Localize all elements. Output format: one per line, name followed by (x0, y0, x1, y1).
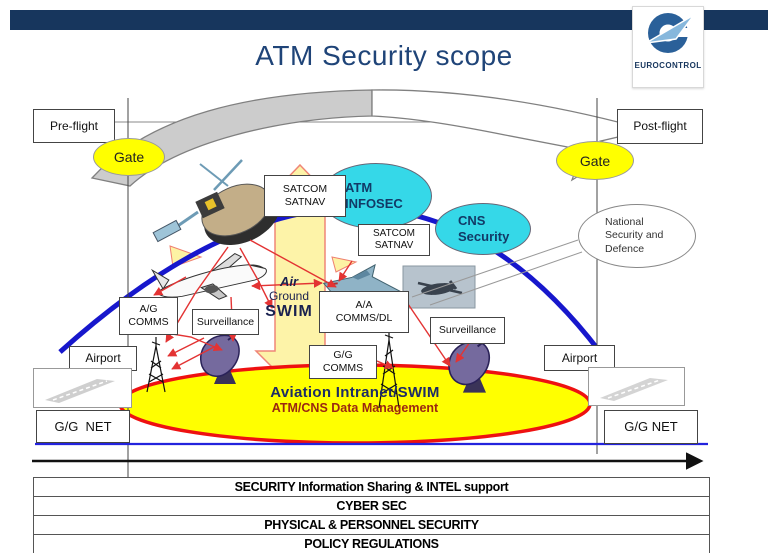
gg-comms-box: G/G COMMS (309, 345, 377, 379)
airport-box-left: Airport (69, 346, 137, 371)
surveillance-box-left: Surveillance (192, 309, 259, 335)
cns-security-ellipse: CNS Security (435, 203, 531, 255)
band-cyber-sec: CYBER SEC (33, 496, 710, 516)
runway-image-left (33, 368, 132, 408)
gate-right: Gate (556, 141, 634, 180)
band-security-info-sharing: SECURITY Information Sharing & INTEL sup… (33, 477, 710, 497)
runway-icon (600, 378, 668, 401)
callout-tail-lines (411, 239, 583, 306)
airliner-icon (150, 253, 267, 300)
gg-net-box-right: G/G NET (604, 410, 698, 444)
airport-box-right: Airport (544, 345, 615, 371)
gate-left: Gate (93, 138, 165, 176)
page-title: ATM Security scope (255, 40, 513, 71)
radar-dish-icon-right (448, 335, 492, 393)
aa-comms-box: A/A COMMS/DL (319, 291, 409, 333)
pre-flight-box: Pre-flight (33, 109, 115, 143)
aviation-intranet-label: Aviation Intranet/SWIM ATM/CNS Data Mana… (270, 384, 440, 415)
satellite-icon (152, 159, 280, 246)
band-physical-personnel-security: PHYSICAL & PERSONNEL SECURITY (33, 515, 710, 535)
satcom-satnav-box-1: SATCOM SATNAV (264, 175, 346, 217)
gg-net-box-left: G/G NET (36, 410, 130, 443)
surveillance-box-right: Surveillance (430, 317, 505, 344)
surveillance-aircraft-photo (402, 265, 476, 309)
eurocontrol-logo: EUROCONTROL (632, 6, 704, 88)
antenna-tower-icon-left (146, 337, 166, 393)
post-flight-box: Post-flight (617, 109, 703, 144)
satcom-satnav-box-2: SATCOM SATNAV (358, 224, 430, 256)
runway-image-right (588, 367, 685, 406)
top-bar (10, 10, 768, 30)
runway-icon (45, 379, 115, 403)
logo-e-icon (645, 13, 695, 53)
band-policy-regulations: POLICY REGULATIONS (33, 534, 710, 553)
logo-label: EUROCONTROL (634, 61, 702, 70)
swim-arrow-label: Air Ground SWIM (265, 274, 313, 320)
national-security-ellipse: National Security and Defence (578, 204, 696, 268)
ag-comms-box: A/G COMMS (119, 297, 178, 335)
